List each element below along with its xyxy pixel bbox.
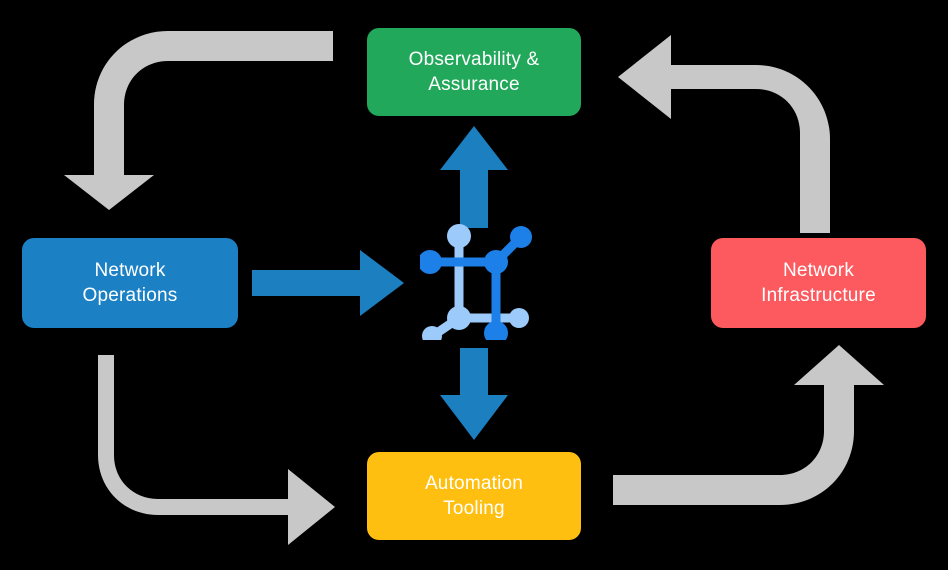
node-network-operations-label: Network Operations [32, 258, 228, 308]
node-network-infrastructure-label-line1: Network [782, 259, 855, 281]
arrow-observability-to-network-operations [64, 31, 333, 210]
node-network-operations-label-line2: Operations [82, 285, 178, 306]
arrow-center-to-observability [440, 126, 508, 228]
node-observability-assurance-label-line2: Assurance [428, 74, 520, 95]
node-observability-assurance-label-line1: Observability & [408, 48, 540, 70]
arrow-network-operations-to-center [252, 250, 404, 316]
node-network-operations-label-line1: Network [94, 259, 166, 281]
node-network-infrastructure-label: Network Infrastructure [721, 258, 916, 308]
node-automation-tooling-label-line2: Tooling [443, 498, 505, 519]
node-network-infrastructure[interactable]: Network Infrastructure [711, 238, 926, 328]
node-network-infrastructure-label-line2: Infrastructure [761, 285, 876, 306]
node-automation-tooling-label-line1: Automation [424, 472, 524, 494]
node-automation-tooling[interactable]: Automation Tooling [367, 452, 581, 540]
network-icon-dark-nodes [420, 226, 532, 340]
node-observability-assurance[interactable]: Observability & Assurance [367, 28, 581, 116]
node-observability-assurance-label: Observability & Assurance [377, 47, 571, 97]
network-icon-light-nodes [422, 224, 529, 340]
arrow-network-infrastructure-to-observability [618, 35, 830, 233]
arrow-center-to-automation-tooling [440, 348, 508, 440]
node-network-operations[interactable]: Network Operations [22, 238, 238, 328]
network-topology-icon [420, 224, 532, 340]
node-automation-tooling-label: Automation Tooling [377, 471, 571, 521]
arrow-network-operations-to-automation-tooling [98, 355, 335, 545]
arrow-automation-tooling-to-network-infrastructure [613, 345, 884, 505]
